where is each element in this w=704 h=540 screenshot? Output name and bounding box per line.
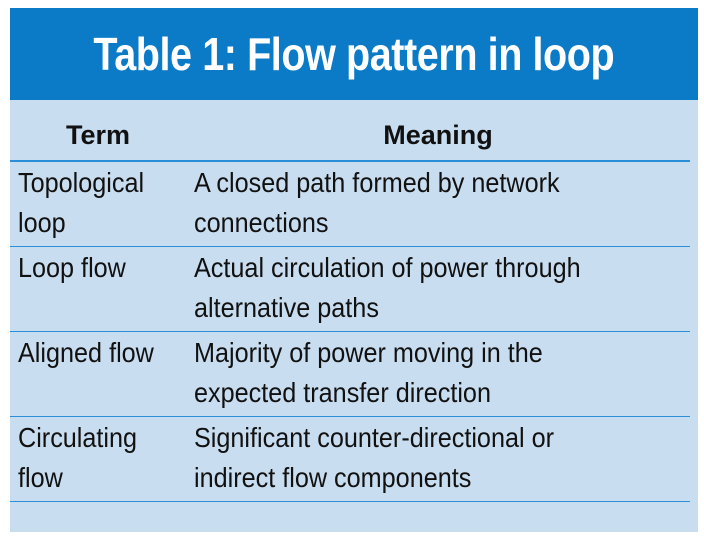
meaning-line: Significant counter-directional or — [194, 422, 554, 453]
header-row: Term Meaning — [10, 114, 690, 162]
table-title: Table 1: Flow pattern in loop — [93, 28, 615, 80]
term-cell: Aligned flow — [10, 331, 186, 417]
term-line: Circulating — [18, 422, 138, 453]
term-cell: Topological loop — [10, 161, 186, 247]
table-row: Aligned flow Majority of power moving in… — [10, 331, 690, 417]
table-row: Circulating flow Significant counter-dir… — [10, 416, 690, 502]
meaning-cell: A closed path formed by network connecti… — [186, 161, 690, 247]
term-cell: Loop flow — [10, 246, 186, 332]
meaning-header: Meaning — [186, 114, 690, 162]
meaning-cell: Majority of power moving in the expected… — [186, 331, 690, 417]
table-row: Loop flow Actual circulation of power th… — [10, 246, 690, 332]
table-row: Topological loop A closed path formed by… — [10, 161, 690, 247]
term-cell: Circulating flow — [10, 416, 186, 502]
term-line: Aligned flow — [18, 337, 154, 368]
meaning-line: indirect flow components — [194, 462, 472, 493]
meaning-cell: Significant counter-directional or indir… — [186, 416, 690, 502]
meaning-cell: Actual circulation of power through alte… — [186, 246, 690, 332]
meaning-line: A closed path formed by network — [194, 167, 560, 198]
term-line: loop — [18, 207, 66, 238]
title-bar: Table 1: Flow pattern in loop — [10, 8, 698, 100]
meaning-line: alternative paths — [194, 292, 379, 323]
term-header: Term — [10, 114, 186, 162]
term-line: Loop flow — [18, 252, 126, 283]
term-line: Topological — [18, 167, 145, 198]
meaning-line: expected transfer direction — [194, 377, 491, 408]
term-line: flow — [18, 462, 63, 493]
meaning-line: Majority of power moving in the — [194, 337, 543, 368]
meaning-line: Actual circulation of power through — [194, 252, 581, 283]
table-card: Table 1: Flow pattern in loop Term Meani… — [10, 8, 698, 532]
flow-pattern-table: Term Meaning Topological loop A closed p… — [10, 114, 690, 502]
meaning-line: connections — [194, 207, 329, 238]
